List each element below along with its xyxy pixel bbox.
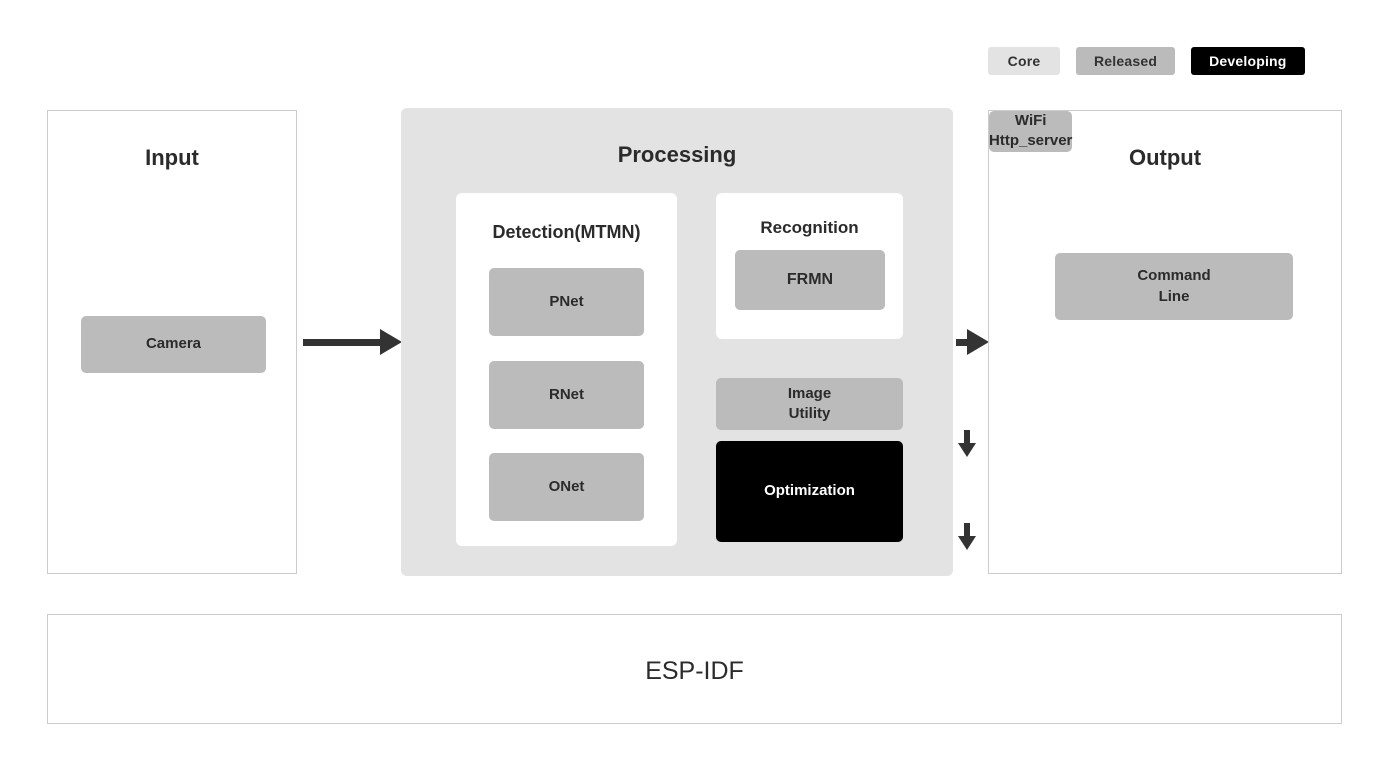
- arrow-rnet-to-onet: [958, 523, 976, 550]
- arrow-shaft: [956, 338, 967, 346]
- arrow-head-icon: [958, 443, 976, 457]
- node-rnet: RNet: [489, 361, 644, 429]
- recognition-card-title: Recognition: [760, 218, 859, 237]
- node-command-line: Command Line: [1055, 253, 1293, 320]
- processing-panel: Processing Detection(MTMN) PNet RNet ONe…: [401, 108, 976, 576]
- node-onet: ONet: [489, 453, 644, 521]
- node-optimization: Optimization: [716, 441, 903, 542]
- output-panel: Output Command Line WiFi Http_server: [988, 110, 1342, 574]
- arrow-head-icon: [380, 329, 402, 355]
- processing-panel-title: Processing: [617, 142, 737, 167]
- input-panel: Input Camera: [47, 110, 297, 574]
- arrow-head-icon: [958, 536, 976, 550]
- legend-chip-released: Released: [1076, 47, 1176, 75]
- node-frmn: FRMN: [735, 250, 885, 310]
- output-panel-title: Output: [1128, 145, 1202, 170]
- arrow-head-icon: [967, 329, 989, 355]
- legend-chip-core: Core: [988, 47, 1060, 75]
- footer-panel: ESP-IDF: [47, 614, 1342, 724]
- arrow-shaft: [303, 338, 380, 346]
- legend-chip-developing: Developing: [1191, 47, 1305, 75]
- node-camera: Camera: [81, 316, 266, 373]
- legend: Core Released Developing: [988, 47, 1305, 75]
- node-pnet: PNet: [489, 268, 644, 336]
- footer-label: ESP-IDF: [645, 657, 744, 685]
- arrow-pnet-to-rnet: [958, 430, 976, 457]
- recognition-card: Recognition FRMN: [716, 193, 903, 339]
- input-panel-title: Input: [145, 145, 199, 170]
- arrow-shaft: [964, 523, 970, 536]
- node-wifi-http-server: WiFi Http_server: [989, 111, 1073, 152]
- detection-card: Detection(MTMN) PNet RNet ONet: [456, 193, 677, 546]
- arrow-shaft: [964, 430, 970, 443]
- detection-card-title: Detection(MTMN): [492, 222, 641, 242]
- node-image-utility: Image Utility: [716, 378, 903, 430]
